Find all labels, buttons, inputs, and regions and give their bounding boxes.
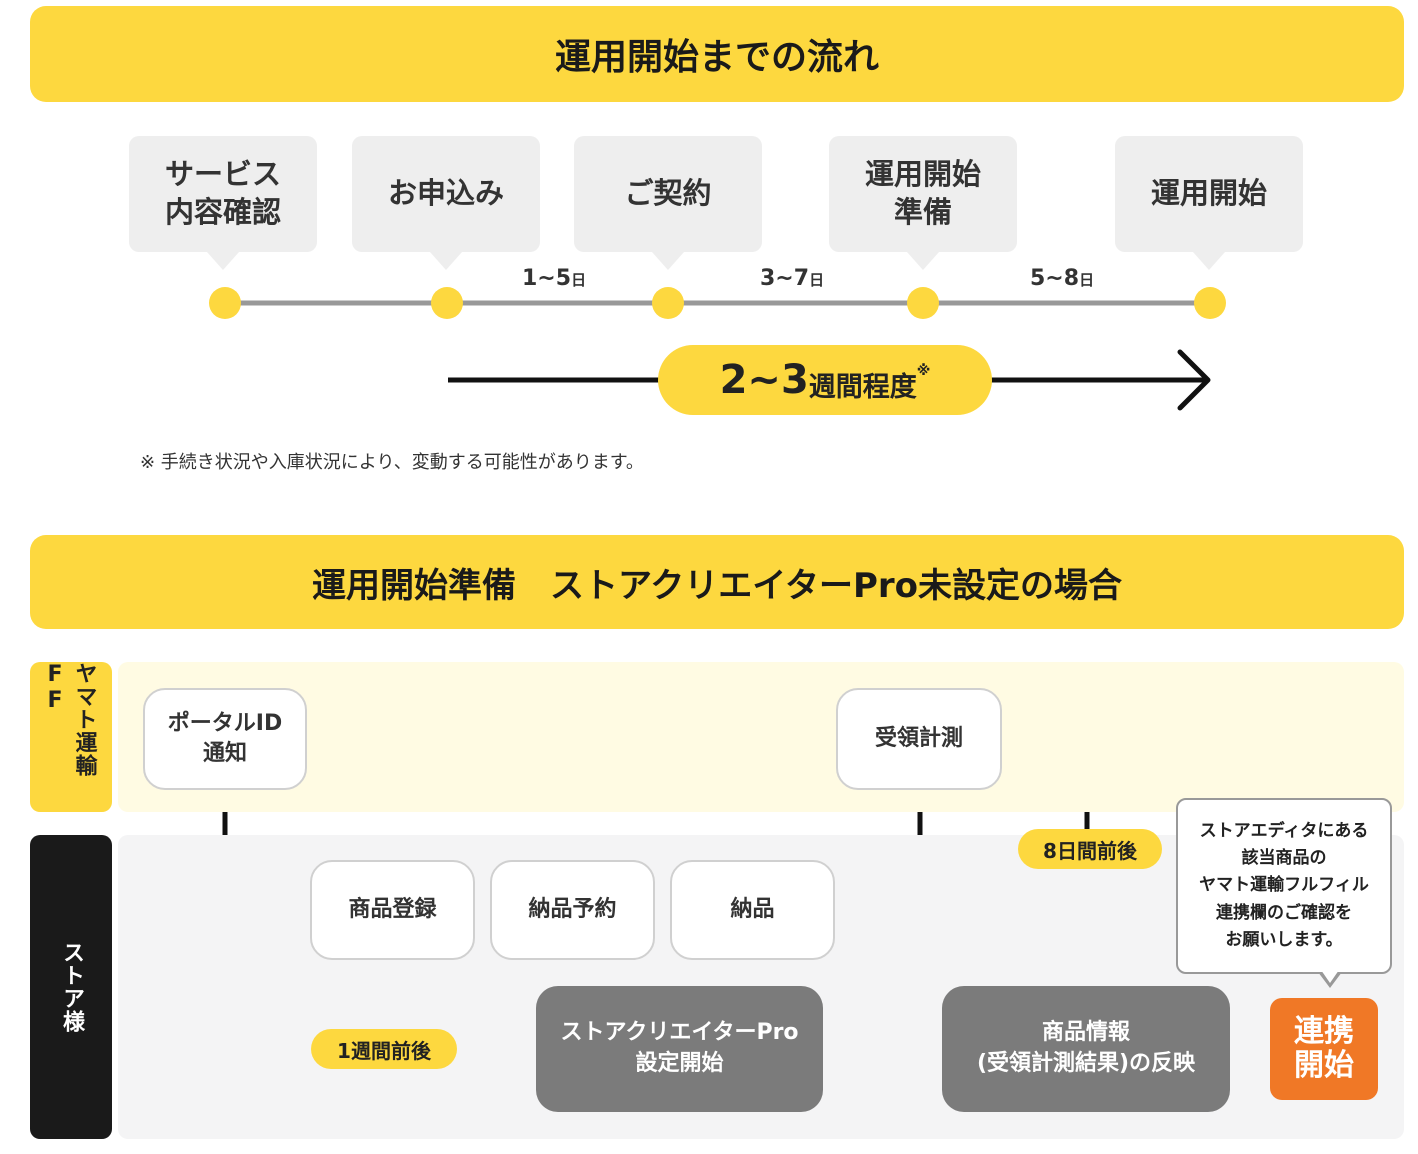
- callout-confirm: ストアエディタにある 該当商品の ヤマト運輸フルフィル 連携欄のご確認を お願い…: [1176, 798, 1392, 974]
- node-delivery-reserve: 納品予約: [490, 860, 655, 960]
- step-preparation: 運用開始 準備: [829, 136, 1017, 270]
- total-arrow-head: [1177, 349, 1211, 411]
- section1-title: 運用開始までの流れ: [554, 37, 879, 78]
- duration-1: 1~5日: [522, 266, 587, 291]
- node-product-register: 商品登録: [310, 860, 475, 960]
- timeline-dot-3: [652, 287, 684, 319]
- yamato-lane-band: [118, 662, 1404, 812]
- node-link-start: 連携 開始: [1270, 998, 1378, 1100]
- step-contract: ご契約: [574, 136, 762, 270]
- badge-one-week: 1週間前後: [311, 1029, 457, 1069]
- timeline-dot-2: [431, 287, 463, 319]
- node-store-creator-setup: ストアクリエイターPro 設定開始: [536, 986, 823, 1112]
- timeline-dot-5: [1194, 287, 1226, 319]
- node-portal-id: ポータルID 通知: [143, 688, 307, 790]
- total-duration-pill: 2~3 週間程度 ※: [658, 345, 992, 415]
- duration-3: 5~8日: [1030, 266, 1095, 291]
- step-application: お申込み: [352, 136, 540, 270]
- duration-2: 3~7日: [760, 266, 825, 291]
- timeline-dot-4: [907, 287, 939, 319]
- badge-eight-days: 8日間前後: [1018, 829, 1162, 869]
- timeline-dot-1: [209, 287, 241, 319]
- section2-title: 運用開始準備 ストアクリエイターPro未設定の場合: [312, 565, 1122, 606]
- footnote: ※ 手続き状況や入庫状況により、変動する可能性があります。: [140, 452, 644, 473]
- node-product-info-reflect: 商品情報 (受領計測結果)の反映: [942, 986, 1230, 1112]
- yamato-lane-label: ヤマト運輸FF: [30, 662, 112, 812]
- section2-title-banner: 運用開始準備 ストアクリエイターPro未設定の場合: [30, 535, 1404, 629]
- node-delivery: 納品: [670, 860, 835, 960]
- step-service-check: サービス 内容確認: [129, 136, 317, 270]
- section1-title-banner: 運用開始までの流れ: [30, 6, 1404, 102]
- node-receive-measure: 受領計測: [836, 688, 1002, 790]
- step-operation-start: 運用開始: [1115, 136, 1303, 270]
- store-lane-label: ストア様: [30, 835, 112, 1139]
- callout-tail-inner: [1321, 970, 1339, 983]
